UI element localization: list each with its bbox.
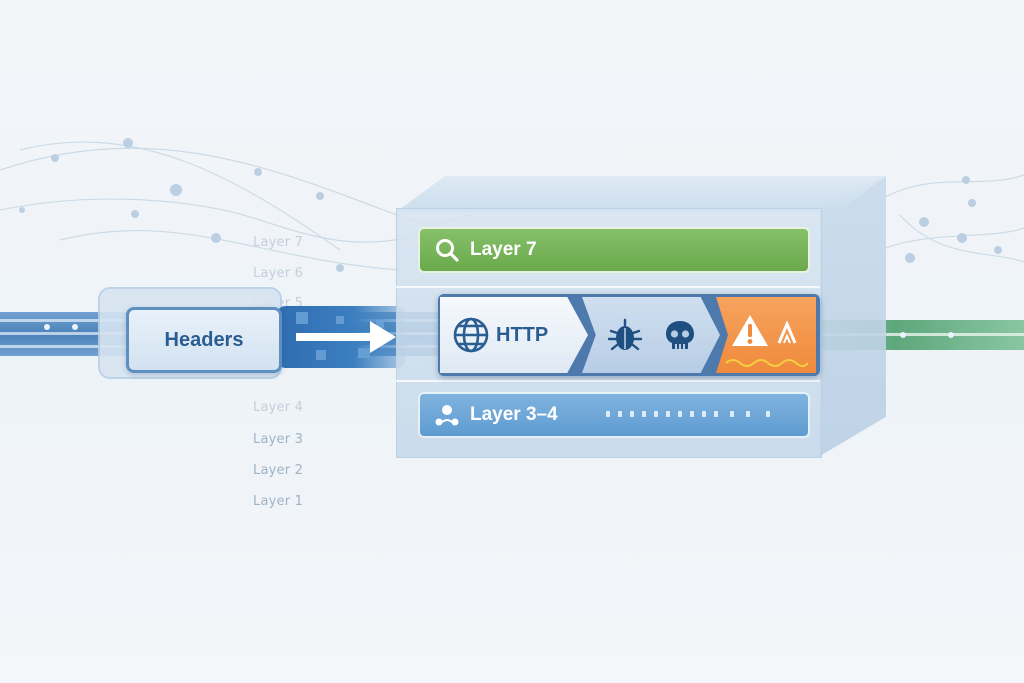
box-divider xyxy=(396,380,820,382)
ghost-label: Layer 6 xyxy=(253,266,304,281)
alert-chip xyxy=(716,297,816,373)
chevron-up-icon xyxy=(777,321,797,344)
warning-icon xyxy=(732,315,768,346)
globe-icon xyxy=(453,317,489,353)
box-divider xyxy=(396,286,820,288)
bug-icon xyxy=(607,318,643,351)
ghost-label: Layer 7 xyxy=(253,235,304,250)
headers-card: Headers xyxy=(126,307,282,373)
threat-chip xyxy=(582,297,720,373)
http-label: HTTP xyxy=(496,323,549,346)
packet-dots xyxy=(606,411,770,417)
layer34-label: Layer 3–4 xyxy=(470,404,558,425)
ghost-label: Layer 1 xyxy=(253,494,304,509)
network-nodes-icon xyxy=(435,405,459,426)
flow-arrow xyxy=(296,333,376,341)
firewall-box-top xyxy=(396,176,886,212)
signal-wave-icon xyxy=(725,359,808,367)
flow-arrow-head xyxy=(370,321,396,353)
search-icon xyxy=(436,239,459,262)
layer7-bar: Layer 7 xyxy=(418,227,810,273)
firewall-box-side xyxy=(820,176,886,456)
layer34-bar: Layer 3–4 xyxy=(418,392,810,438)
headers-label: Headers xyxy=(164,328,244,351)
http-chip: HTTP xyxy=(440,297,588,373)
skull-icon xyxy=(666,321,694,349)
ghost-label: Layer 4 xyxy=(253,400,304,415)
ghost-label: Layer 2 xyxy=(253,463,304,478)
ghost-label: Layer 3 xyxy=(253,432,304,447)
layer7-label: Layer 7 xyxy=(470,239,537,260)
